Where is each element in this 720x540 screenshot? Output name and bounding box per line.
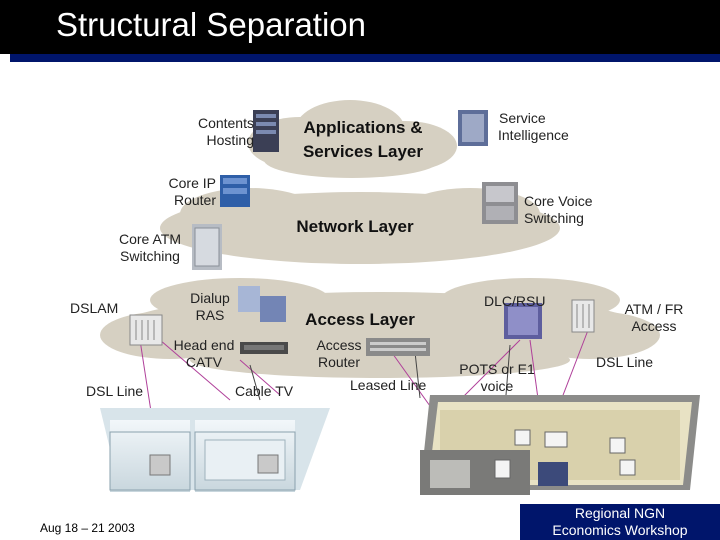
cloud-applications: [248, 100, 457, 178]
dialup-ras-icon: [238, 286, 286, 322]
atm-fr-access-label: ATM / FR Access: [624, 301, 684, 334]
dslam-icon: [129, 314, 163, 346]
right-building-image: [420, 395, 700, 495]
dialup-ras-label: Dialup RAS: [190, 290, 230, 323]
dlc-rsu-icon: [504, 303, 542, 339]
core-ip-router-icon: [220, 175, 250, 207]
contents-hosting-server-icon: [253, 110, 279, 152]
service-intelligence-server-icon: [458, 110, 488, 146]
core-atm-switch-icon: [192, 224, 222, 270]
access-router-icon: [366, 338, 430, 356]
dsl-line-right-label: DSL Line: [596, 354, 654, 370]
footer-band: [520, 504, 720, 540]
pots-e1-voice-label: POTS or E1 voice: [459, 361, 535, 394]
access-layer-label: Access Layer: [305, 310, 415, 329]
head-end-catv-icon: [240, 342, 288, 354]
slide-title: Structural Separation: [56, 6, 367, 43]
network-layer-label: Network Layer: [296, 217, 414, 236]
dsl-line-left-label: DSL Line: [86, 383, 144, 399]
applications-layer-label: Applications & Services Layer: [302, 118, 424, 161]
service-intelligence-label: Service Intelligence: [498, 110, 569, 143]
access-router-label: Access Router: [316, 337, 362, 370]
head-end-catv-label: Head end CATV: [173, 337, 235, 370]
core-ip-router-label: Core IP Router: [168, 175, 216, 208]
core-voice-switching-label: Core Voice Switching: [524, 193, 593, 226]
accent-bar: [10, 54, 720, 62]
atm-fr-access-icon: [571, 299, 595, 333]
title-bar: [0, 0, 720, 54]
leased-line-label: Leased Line: [350, 377, 427, 393]
footer-date: Aug 18 – 21 2003: [40, 521, 135, 535]
contents-hosting-label: Contents Hosting: [197, 115, 254, 148]
core-voice-switch-icon: [482, 182, 518, 224]
dslam-label: DSLAM: [70, 300, 119, 316]
left-building-image: [100, 408, 330, 492]
cloud-network: [160, 188, 560, 264]
core-atm-switching-label: Core ATM Switching: [119, 231, 181, 264]
cable-tv-label: Cable TV: [235, 383, 294, 399]
footer-workshop: Regional NGN Economics Workshop: [552, 505, 688, 538]
dlc-rsu-label: DLC/RSU: [484, 293, 546, 309]
